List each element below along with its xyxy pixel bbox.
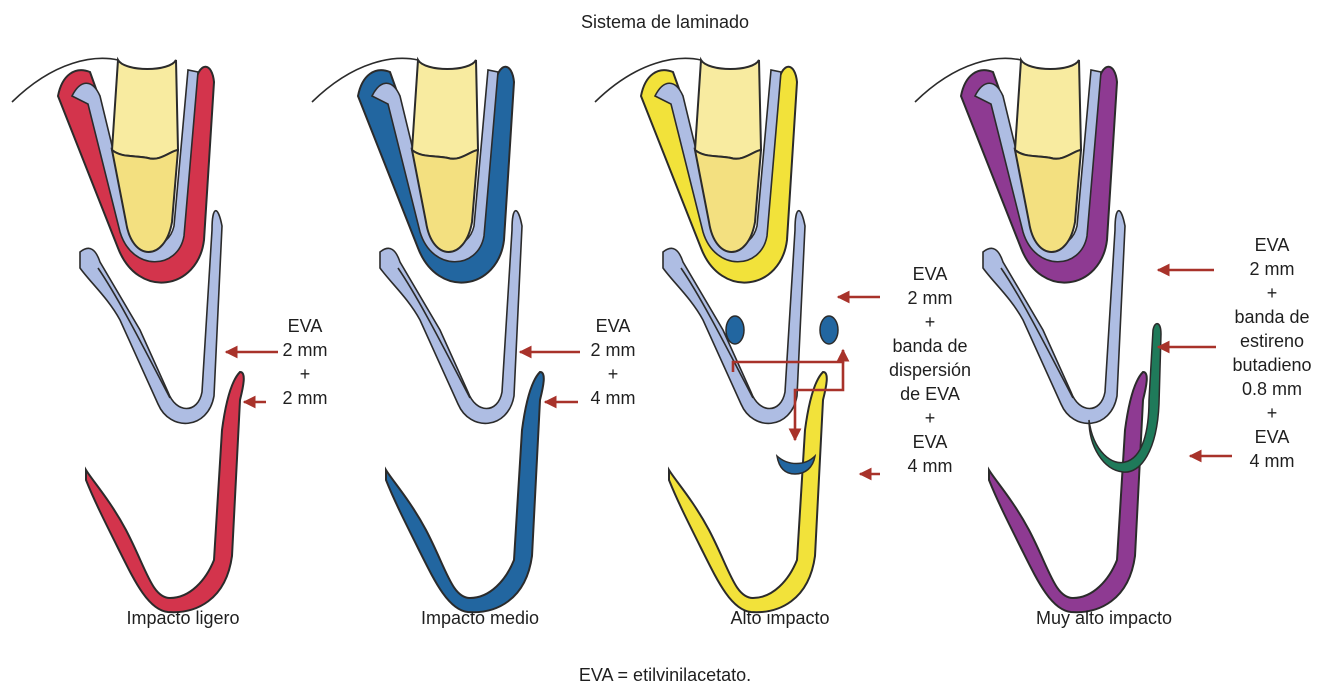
footnote: EVA = etilvinilacetato.: [579, 665, 751, 685]
layer-label-line: 2 mm: [908, 288, 953, 308]
layer-label-line: 4 mm: [1250, 451, 1295, 471]
upper-tooth-root: [412, 60, 478, 159]
layer-label-line: +: [300, 364, 311, 384]
layer-label: EVA 2 mm + banda de dispersión de EVA + EVA 4 mm: [889, 264, 971, 476]
panel-1: Impacto ligero EVA 2 mm +2 mm: [12, 58, 328, 628]
layer-label-line: +: [1267, 283, 1278, 303]
layer-label-line: +: [925, 312, 936, 332]
panels-container: Impacto ligero EVA 2 mm +2 mm Impacto medio E…: [12, 58, 1312, 628]
upper-tooth-root: [1015, 60, 1081, 159]
upper-tooth-root: [112, 60, 178, 159]
layer-label-line: 2 mm: [591, 340, 636, 360]
panel-caption: Impacto ligero: [126, 608, 239, 628]
layer-label: EVA 2 mm + banda de estireno butadieno 0.8 mm +…: [1232, 235, 1311, 471]
layer-label: EVA 2 mm +4 mm: [591, 316, 636, 408]
layer-label-line: +: [925, 408, 936, 428]
layer-label-line: 4 mm: [908, 456, 953, 476]
layer-label-line: EVA: [1255, 427, 1290, 447]
layer-label-line: banda de: [892, 336, 967, 356]
layer-label: EVA 2 mm +2 mm: [283, 316, 328, 408]
layer-label-line: banda de: [1234, 307, 1309, 327]
layer-label-line: +: [1267, 403, 1278, 423]
layer-label-line: EVA: [596, 316, 631, 336]
layer-label-line: EVA: [288, 316, 323, 336]
panel-caption: Muy alto impacto: [1036, 608, 1172, 628]
upper-tooth-root: [695, 60, 761, 159]
layer-label-line: EVA: [1255, 235, 1290, 255]
layer-label-line: EVA: [913, 432, 948, 452]
panel-3: Alto impacto EVA 2 mm + banda de dispersión de…: [595, 58, 971, 628]
layer-label-line: 2 mm: [283, 388, 328, 408]
layer-label-line: 2 mm: [1250, 259, 1295, 279]
layer-label-line: de EVA: [900, 384, 960, 404]
layer-label-line: dispersión: [889, 360, 971, 380]
panel-4: Muy alto impacto EVA 2 mm + banda de estireno…: [915, 58, 1312, 628]
panel-2: Impacto medio EVA 2 mm +4 mm: [312, 58, 636, 628]
panel-caption: Impacto medio: [421, 608, 539, 628]
layer-label-line: 0.8 mm: [1242, 379, 1302, 399]
diagram-title: Sistema de laminado: [581, 12, 749, 32]
layer-label-line: 2 mm: [283, 340, 328, 360]
layer-label-line: +: [608, 364, 619, 384]
layer-label-line: butadieno: [1232, 355, 1311, 375]
panel-caption: Alto impacto: [730, 608, 829, 628]
layer-label-line: estireno: [1240, 331, 1304, 351]
layer-label-line: EVA: [913, 264, 948, 284]
dispersion-band-right: [820, 316, 838, 344]
layer-label-line: 4 mm: [591, 388, 636, 408]
dispersion-band-left: [726, 316, 744, 344]
